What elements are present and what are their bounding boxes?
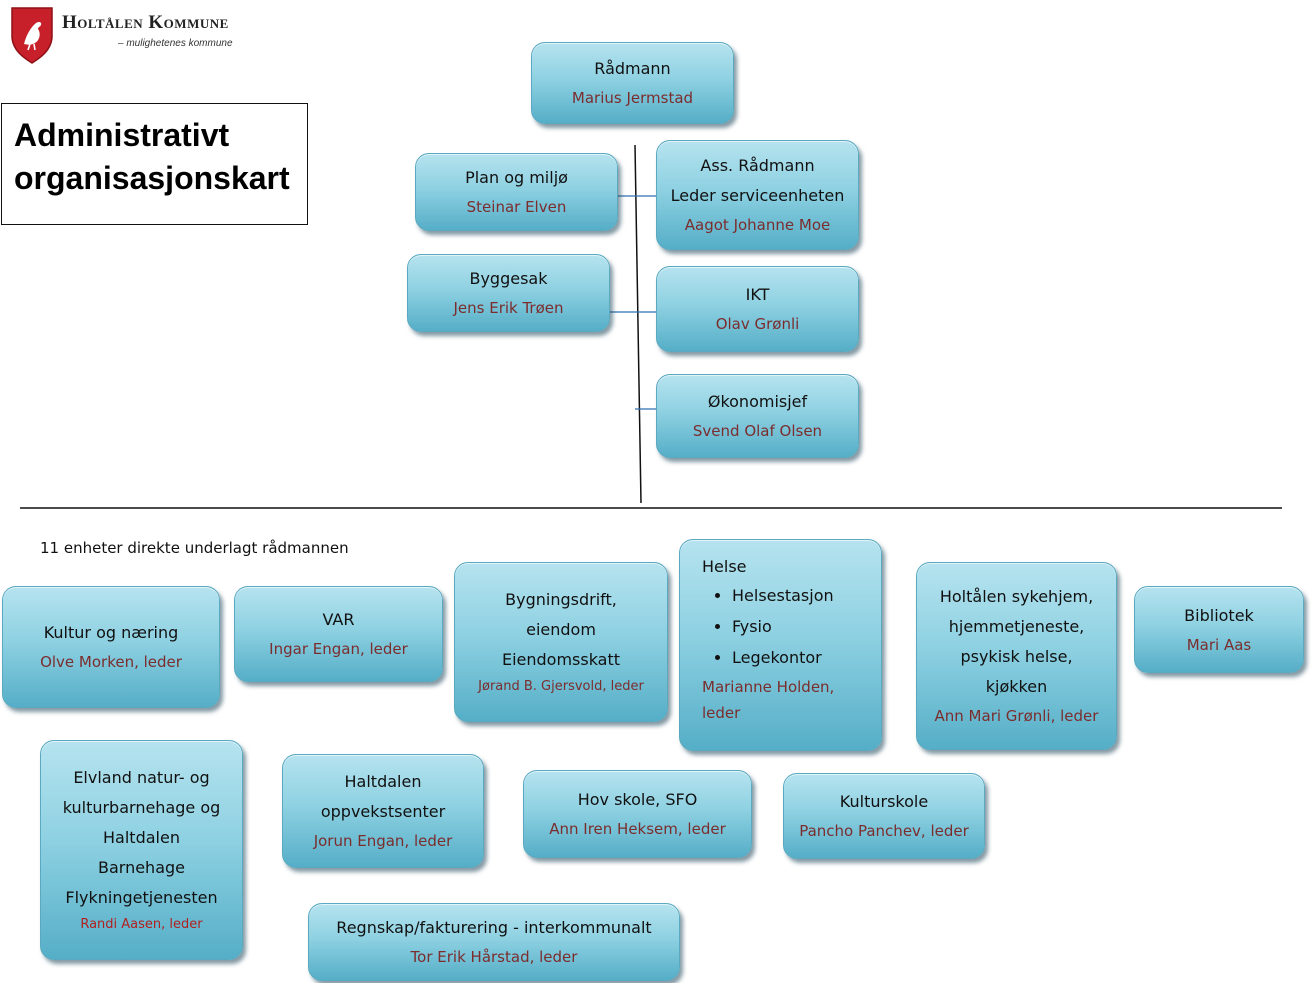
node-bibliotek: Bibliotek Mari Aas: [1134, 586, 1304, 673]
org-tagline: – mulighetenes kommune: [118, 38, 233, 49]
helse-list: Helsestasjon Fysio Legekontor: [702, 580, 834, 673]
node-title: Ass. Rådmann: [700, 156, 815, 175]
node-title: psykisk helse,: [960, 647, 1073, 666]
units-label: 11 enheter direkte underlagt rådmannen: [40, 539, 349, 557]
node-person: Olve Morken, leder: [40, 653, 182, 671]
node-okonomisjef: Økonomisjef Svend Olaf Olsen: [656, 374, 859, 458]
bird-shield-icon: [11, 7, 53, 64]
node-ass-radmann: Ass. Rådmann Leder serviceenheten Aagot …: [656, 140, 859, 250]
node-person: Olav Grønli: [715, 315, 800, 333]
page-title-box: Administrativt organisasjonskart: [1, 103, 308, 225]
node-person: Marius Jermstad: [571, 89, 694, 107]
node-person: Tor Erik Hårstad, leder: [410, 948, 578, 966]
node-person: Mari Aas: [1186, 635, 1252, 654]
node-person: Svend Olaf Olsen: [692, 422, 823, 440]
node-title: Kultur og næring: [43, 623, 179, 642]
node-person: Steinar Elven: [466, 198, 567, 216]
node-kultur-og-naering: Kultur og næring Olve Morken, leder: [2, 586, 220, 708]
org-name: Holtålen Kommune: [62, 12, 229, 33]
node-title: Regnskap/fakturering - interkommunalt: [336, 918, 652, 937]
node-title: oppvekstsenter: [320, 802, 446, 821]
node-title: hjemmetjeneste,: [948, 617, 1085, 636]
node-title: Rådmann: [594, 59, 671, 78]
node-title: Bibliotek: [1184, 605, 1254, 625]
node-title: Haltdalen: [344, 772, 422, 791]
node-title: eiendom: [526, 620, 596, 639]
node-person: Pancho Panchev, leder: [799, 822, 969, 840]
node-title: Økonomisjef: [707, 392, 808, 411]
node-regnskap: Regnskap/fakturering - interkommunalt To…: [308, 903, 680, 981]
node-person: Ingar Engan, leder: [269, 640, 408, 658]
node-title: VAR: [322, 610, 355, 629]
node-person: Jens Erik Trøen: [453, 299, 564, 317]
node-title: Leder serviceenheten: [670, 186, 845, 205]
node-holtalen-sykehjem: Holtålen sykehjem, hjemmetjeneste, psyki…: [916, 562, 1117, 750]
node-person: Aagot Johanne Moe: [684, 216, 831, 234]
node-bygningsdrift: Bygningsdrift, eiendom Eiendomsskatt Jør…: [454, 562, 668, 722]
node-helse: Helse Helsestasjon Fysio Legekontor Mari…: [679, 539, 882, 751]
node-ikt: IKT Olav Grønli: [656, 266, 859, 352]
node-hov-skole: Hov skole, SFO Ann Iren Heksem, leder: [523, 770, 752, 858]
node-title: Bygningsdrift,: [505, 590, 617, 609]
page-title-line1: Administrativt: [14, 117, 230, 153]
node-person: Randi Aasen, leder: [80, 917, 203, 932]
node-title: Elvland natur- og: [73, 768, 210, 787]
node-byggesak: Byggesak Jens Erik Trøen: [407, 254, 610, 332]
node-title: Kulturskole: [839, 792, 929, 811]
page-title-line2: organisasjonskart: [14, 160, 290, 196]
node-plan-og-miljo: Plan og miljø Steinar Elven: [415, 153, 618, 231]
helse-item: Legekontor: [732, 642, 834, 673]
node-var: VAR Ingar Engan, leder: [234, 586, 443, 682]
node-kulturskole: Kulturskole Pancho Panchev, leder: [783, 773, 985, 859]
node-haltdalen-oppvekstsenter: Haltdalen oppvekstsenter Jorun Engan, le…: [282, 754, 484, 868]
node-title: Flykningetjenesten: [65, 888, 218, 907]
node-title: Plan og miljø: [465, 168, 568, 187]
node-title: Byggesak: [469, 269, 548, 288]
node-title: Helse: [702, 557, 747, 576]
node-person: Jorun Engan, leder: [313, 832, 453, 850]
node-radmann: Rådmann Marius Jermstad: [531, 42, 734, 124]
node-elvland: Elvland natur- og kulturbarnehage og Hal…: [40, 740, 243, 960]
node-title: Holtålen sykehjem,: [939, 587, 1094, 606]
node-title: Eiendomsskatt: [501, 650, 621, 669]
node-person: Ann Mari Grønli, leder: [934, 707, 1099, 725]
node-person: Ann Iren Heksem, leder: [549, 820, 726, 838]
vertical-trunk-line: [634, 144, 642, 504]
node-title: Haltdalen: [103, 828, 180, 847]
node-title: kulturbarnehage og: [62, 798, 221, 817]
node-title: kjøkken: [985, 677, 1048, 696]
helse-item: Fysio: [732, 611, 834, 642]
node-person: leder: [702, 704, 741, 722]
node-person: Marianne Holden,: [702, 678, 835, 696]
node-person: Jørand B. Gjersvold, leder: [478, 679, 644, 694]
helse-item: Helsestasjon: [732, 580, 834, 611]
node-title: Barnehage: [97, 858, 185, 877]
node-title: Hov skole, SFO: [577, 790, 698, 809]
node-title: IKT: [745, 285, 770, 304]
